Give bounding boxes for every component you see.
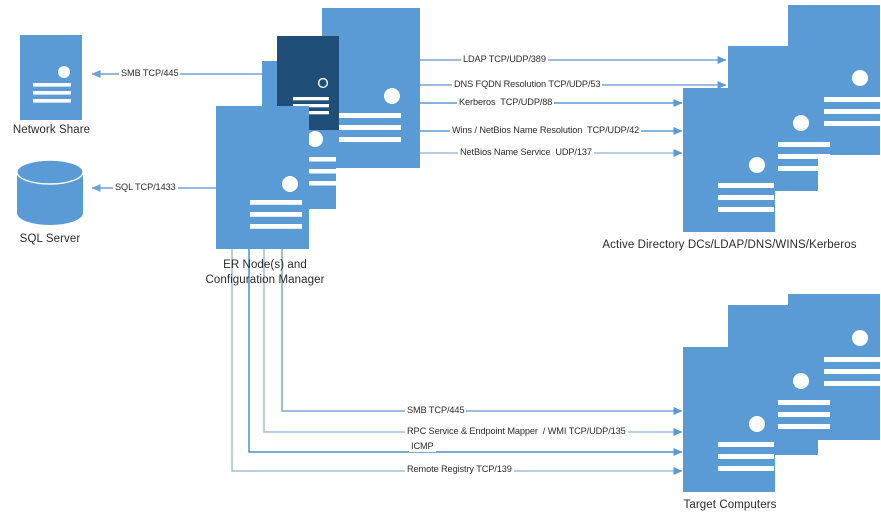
edge-label-kerberos: Kerberos TCP/UDP/88 <box>457 97 555 108</box>
edge-label-sql: SQL TCP/1433 <box>113 182 178 193</box>
node-label-sql-server: SQL Server <box>19 233 81 245</box>
target-computers-server-front <box>683 347 775 492</box>
er-node-server-front <box>216 106 309 249</box>
edge-label-netbios-service: NetBios Name Service UDP/137 <box>458 147 594 158</box>
node-label-target-computers: Target Computers <box>683 499 777 511</box>
edge-label-icmp: ICMP <box>409 441 436 452</box>
edge-label-wins-netbios: Wins / NetBios Name Resolution TCP/UDP/4… <box>450 125 642 136</box>
edge-label-smb-share: SMB TCP/445 <box>119 68 181 79</box>
node-label-network-share: Network Share <box>12 124 91 136</box>
connector-remote-registry <box>231 249 683 475</box>
connector-icmp <box>248 249 683 456</box>
network-share-icon <box>20 35 82 120</box>
connector-smb-target <box>281 249 683 415</box>
sql-server-database-icon <box>16 159 84 225</box>
edge-label-ldap: LDAP TCP/UDP/389 <box>461 54 548 65</box>
node-label-active-directory: Active Directory DCs/LDAP/DNS/WINS/Kerbe… <box>602 239 857 251</box>
edge-label-rpc-wmi: RPC Service & Endpoint Mapper / WMI TCP/… <box>405 426 628 437</box>
edge-label-dns-fqdn: DNS FQDN Resolution TCP/UDP/53 <box>452 79 603 90</box>
edge-label-remote-registry: Remote Registry TCP/139 <box>405 464 514 475</box>
edge-label-smb-target: SMB TCP/445 <box>405 405 467 416</box>
active-directory-server-front <box>683 88 775 232</box>
node-label-er-node-cluster: ER Node(s) and Configuration Manager <box>205 259 325 286</box>
